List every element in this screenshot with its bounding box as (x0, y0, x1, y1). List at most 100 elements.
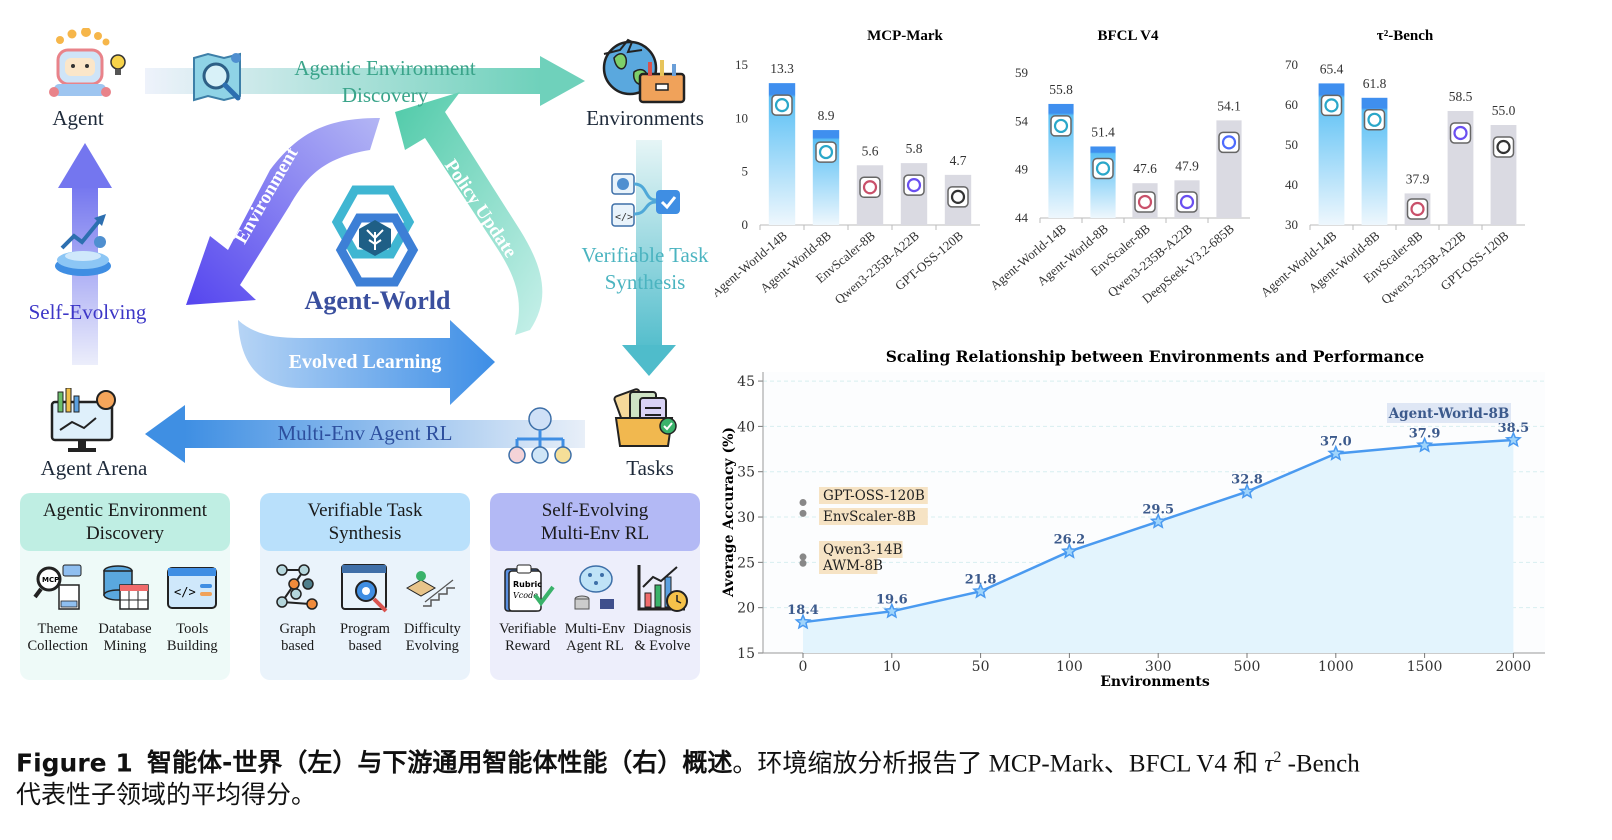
bar-value-label: 55.8 (1049, 82, 1073, 97)
mcp-search-icon: MCP (31, 561, 85, 615)
baseline-label-box (819, 541, 903, 558)
data-point-star (1504, 431, 1522, 448)
item-label: Evolving (405, 638, 459, 654)
agent-world-logo-icon (1050, 115, 1072, 137)
chart-title: MCP-Mark (867, 28, 943, 44)
agent-world-logo-icon (1363, 109, 1386, 131)
svg-text:</>: </> (615, 212, 633, 223)
y-tick-label: 0 (742, 217, 749, 232)
legend-label: Agent-World-8B (1388, 406, 1510, 422)
y-tick-label: 54 (1015, 113, 1029, 128)
figure-label: Figure 1 (16, 748, 133, 778)
bar-value-label: 4.7 (950, 153, 967, 168)
y-tick-label: 50 (1285, 137, 1298, 152)
item-label: Tools (176, 621, 209, 637)
data-label: 37.9 (1409, 426, 1441, 441)
y-tick-label: 40 (1285, 177, 1298, 192)
data-point-star (1416, 436, 1434, 453)
caption-bold-text: 智能体-世界（左）与下游通用智能体性能（右）概述 (146, 748, 733, 778)
arena-monitor-icon (48, 387, 120, 454)
synthesis-flow-line2: Synthesis (604, 270, 686, 294)
item-label: Reward (505, 638, 551, 654)
bar-value-label: 55.0 (1492, 103, 1516, 118)
data-label: 21.8 (965, 572, 997, 587)
envscaler-logo-icon (1134, 191, 1156, 213)
x-tick-label: 2000 (1496, 659, 1532, 675)
baseline-point (799, 553, 807, 561)
baseline-point (799, 499, 807, 507)
brain-network-icon (568, 561, 622, 615)
data-point-star (972, 582, 990, 599)
y-tick-label: 59 (1015, 65, 1028, 80)
item-label: Building (166, 638, 218, 654)
agent-world-logo-icon (1092, 157, 1114, 180)
panel-title-line1: Verifiable Task (307, 500, 423, 521)
synthesis-flow-line1: Verifiable Task (581, 243, 709, 267)
caption-text: 。环境缩放分析报告了 MCP-Mark、BFCL V4 和 (732, 750, 1265, 778)
chart-clock-icon (635, 561, 689, 615)
x-tick-label: 500 (1234, 659, 1261, 675)
self-evolving-label: Self-Evolving (28, 300, 147, 324)
baseline-point (799, 509, 807, 517)
x-tick-label: 0 (799, 659, 808, 675)
x-tick-label: 50 (972, 659, 990, 675)
agent-world-logo-icon (771, 94, 793, 116)
task-folder-icon (612, 388, 682, 450)
y-tick-label: 44 (1015, 210, 1029, 225)
code-verify-icon: </> (610, 170, 685, 232)
bar (1090, 146, 1116, 218)
y-tick-label: 30 (1285, 217, 1298, 232)
legend-box (1387, 403, 1511, 423)
line-chart-title: Scaling Relationship between Environment… (886, 347, 1425, 366)
synthesis-flow-label: Verifiable Task Synthesis (560, 242, 730, 296)
y-tick-label: 40 (737, 419, 755, 435)
data-point-star (1327, 444, 1345, 461)
bar-value-label: 47.6 (1133, 161, 1157, 176)
discovery-flow-line2: Discovery (341, 83, 429, 107)
program-gear-icon (338, 561, 392, 615)
bar-value-label: 5.6 (862, 143, 879, 158)
stairs-icon (405, 561, 459, 615)
bar-value-label: 47.9 (1175, 158, 1199, 173)
discovery-flow-label: Agentic Environment Discovery (270, 55, 500, 109)
item-label: Collection (27, 638, 88, 654)
bar-value-label: 51.4 (1091, 124, 1115, 139)
baseline-label-box (819, 487, 928, 504)
scaling-line-chart: Scaling Relationship between Environment… (721, 347, 1545, 690)
bar-value-label: 58.5 (1449, 89, 1473, 104)
y-tick-label: 15 (737, 646, 755, 662)
agent-arena-label: Agent Arena (40, 456, 148, 480)
agent-robot-icon (40, 27, 126, 100)
panel-title-line2: Synthesis (328, 523, 402, 544)
data-point-star (1238, 482, 1256, 499)
item-label: Program (340, 621, 390, 637)
panel-title-line2: Discovery (85, 523, 165, 544)
agent-world-title: Agent-World (304, 286, 451, 315)
data-point-star (1149, 512, 1167, 529)
map-search-icon (190, 50, 246, 106)
svg-text:MCP: MCP (42, 576, 59, 584)
y-tick-label: 5 (742, 164, 749, 179)
data-label: 26.2 (1054, 532, 1086, 547)
baseline-label: Qwen3-14B (823, 542, 903, 558)
x-tick-label: Agent-World-14B (1258, 228, 1340, 300)
y-tick-label: 45 (737, 374, 755, 390)
envscaler-logo-icon (859, 176, 881, 199)
bar-value-label: 5.8 (906, 141, 923, 156)
x-tick-label: 100 (1056, 659, 1083, 675)
panel-item: Diagnosis& Evolve (629, 561, 696, 655)
data-label: 37.0 (1320, 435, 1352, 450)
y-tick-label: 60 (1285, 97, 1298, 112)
panel-title-line1: Agentic Environment (42, 500, 208, 521)
x-tick-label: 1500 (1407, 659, 1443, 675)
